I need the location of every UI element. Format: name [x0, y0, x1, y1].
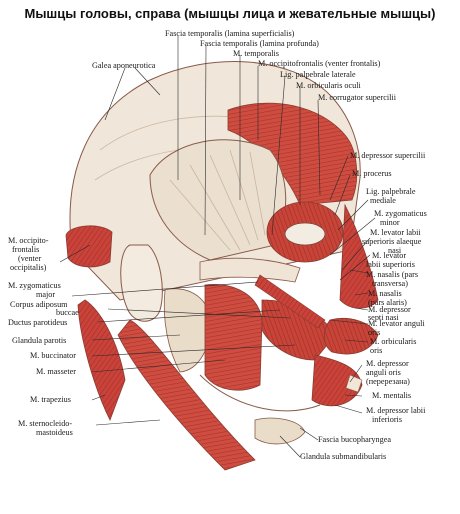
label-corpus-adiposum-2: buccae [56, 308, 79, 317]
chin-shape [311, 354, 363, 407]
label-ductus-parotideus: Ductus parotideus [8, 318, 67, 327]
label-levator-alaeque-1: M. levator labii [370, 228, 421, 237]
label-occipitalis-3: (venter [18, 254, 41, 263]
label-sternocleido-2: mastoideus [36, 428, 73, 437]
label-zygomaticus-minor-1: M. zygomaticus [374, 209, 427, 218]
zygomatic-bone-shape [199, 257, 301, 283]
label-galea: Galea aponeurotica [92, 61, 156, 70]
masseter-muscle-shape [204, 284, 263, 391]
label-levator-alaeque-3: nasi [388, 246, 402, 255]
head-drawing [65, 61, 379, 471]
label-depressor-labii-inf-2: inferioris [372, 415, 402, 424]
label-zygomaticus-minor-2: minor [380, 218, 400, 227]
eye-shape [284, 222, 326, 246]
label-mentalis: M. mentalis [372, 391, 411, 400]
label-depressor-anguli-1: M. depressor [366, 359, 409, 368]
trapezius-shape [77, 299, 126, 421]
temporalis-muscle-shape [149, 139, 287, 261]
label-levator-labii-sup-1: M. levator [372, 251, 406, 260]
label-orbicularis-oris-2: oris [370, 346, 382, 355]
label-occipitalis-4: occipitalis) [10, 263, 47, 272]
figure-title: Мышцы головы, справа (мышцы лица и жеват… [24, 6, 436, 21]
orbicularis-oris-shape [323, 318, 379, 355]
label-trapezius: M. trapezius [30, 395, 71, 404]
label-corpus-adiposum-1: Corpus adiposum [10, 300, 68, 309]
label-masseter: M. masseter [36, 367, 76, 376]
label-nasalis-alaris-1: M. nasalis [368, 289, 402, 298]
label-depressor-anguli-2: anguli oris [366, 368, 401, 377]
nose-shape [339, 203, 379, 309]
label-glandula-parotis: Glandula parotis [12, 336, 66, 345]
label-m-temporalis: M. temporalis [233, 49, 279, 58]
label-levator-anguli-1: M. levator anguli [368, 319, 425, 328]
temporalis-fibers [169, 149, 266, 251]
leader-lines [59, 36, 376, 458]
label-fascia-bucco: Fascia bucopharyngea [318, 435, 391, 444]
label-corrugator: M. corrugator supercilii [318, 93, 397, 102]
label-glandula-submand: Glandula submandibularis [300, 452, 386, 461]
labels: Fascia temporalis (lamina superficialis)… [8, 29, 427, 461]
label-occipitalis-1: M. occipito- [8, 236, 49, 245]
jaw-outline [199, 374, 321, 412]
label-fascia-temporalis-prof: Fascia temporalis (lamina profunda) [200, 39, 319, 48]
parotid-gland-shape [163, 288, 211, 373]
label-lig-palpebrale-mediale-1: Lig. palpebrale [366, 187, 416, 196]
label-occipitalis-2: frontalis [12, 245, 39, 254]
label-occipitofrontalis-frontalis: M. occipitofrontalis (venter frontalis) [258, 59, 381, 68]
label-depressor-supercilii: M. depressor supercilii [350, 151, 426, 160]
submandibular-gland-shape [254, 417, 306, 445]
depressor-anguli-cut [345, 374, 363, 393]
label-depressor-anguli-3: (перерезана) [366, 377, 410, 386]
occipitalis-muscle-shape [65, 225, 113, 268]
label-buccinator: M. buccinator [30, 351, 76, 360]
label-procerus: M. procerus [352, 169, 392, 178]
sternocleidomastoid-shape [117, 319, 256, 471]
zygomaticus-shape [254, 274, 326, 329]
ear-shape [120, 244, 163, 322]
label-lig-palpebrale-laterale: Lig. palpebrale laterale [280, 70, 356, 79]
label-levator-anguli-2: oris [368, 328, 380, 337]
label-levator-alaeque-2: superioris alaeque [362, 237, 422, 246]
label-orbicularis-oris-1: M. orbicularis [370, 337, 416, 346]
label-depressor-labii-inf-1: M. depressor labii [366, 406, 426, 415]
label-nasalis-transversa-1: M. nasalis (pars [366, 270, 418, 279]
label-nasalis-alaris-2: (pars alaris) [368, 298, 407, 307]
label-fascia-temporalis-sup: Fascia temporalis (lamina superficialis) [165, 29, 295, 38]
label-lig-palpebrale-mediale-2: mediale [370, 196, 396, 205]
label-zygomaticus-major-2: major [36, 290, 55, 299]
label-sternocleido-1: M. sternocleido- [18, 419, 72, 428]
label-zygomaticus-major-1: M. zygomaticus [8, 281, 61, 290]
label-levator-labii-sup-2: labii superioris [366, 260, 415, 269]
label-depressor-septi-1: M. depressor [368, 305, 411, 314]
label-nasalis-transversa-2: transversa) [372, 279, 408, 288]
label-depressor-septi-2: septi nasi [368, 313, 399, 322]
label-orbicularis-oculi: M. orbicularis oculi [296, 81, 362, 90]
